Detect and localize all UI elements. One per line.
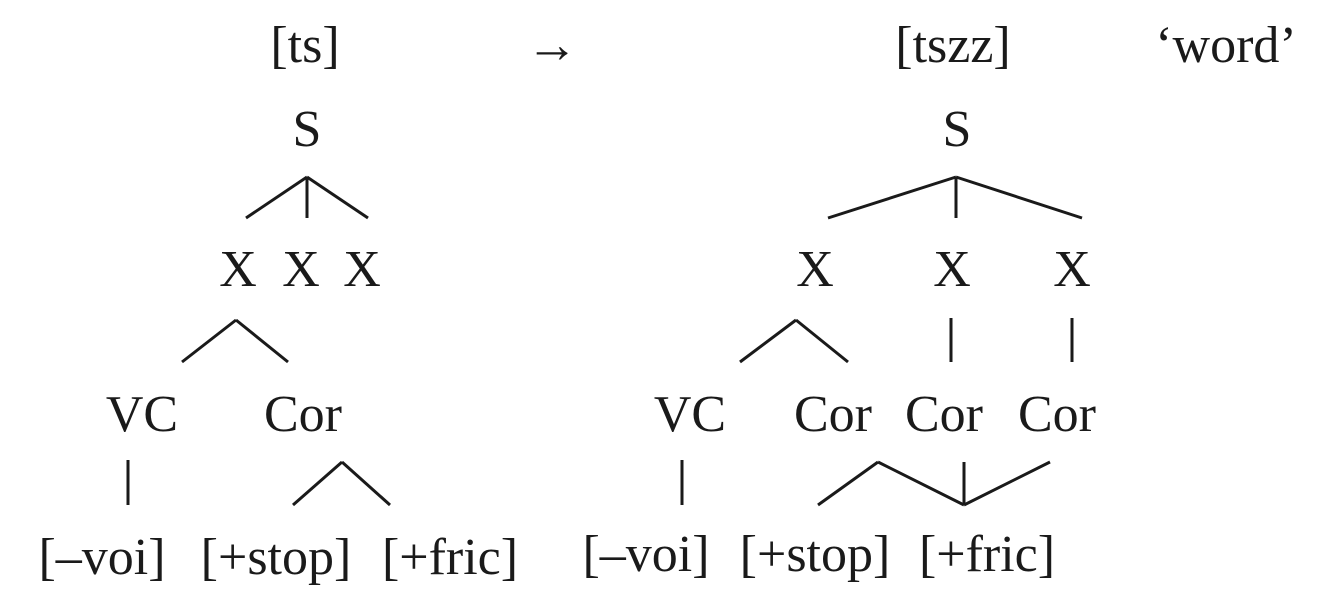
left-edge-x-vc — [181, 318, 237, 364]
right-edge-cor1-stop — [817, 460, 879, 507]
left-feature-stop: [+stop] — [200, 529, 352, 586]
right-edge-x1-vc — [739, 318, 797, 364]
right-node-cor-3: Cor — [1018, 386, 1096, 443]
left-edge-s-x1 — [245, 175, 308, 220]
right-edge-s-x3 — [955, 175, 1083, 220]
left-surface-form: [ts] — [270, 17, 340, 74]
right-slot-x2: X — [933, 241, 971, 298]
left-edge-cor-stop — [292, 460, 343, 507]
right-feature-stop: [+stop] — [739, 526, 891, 583]
right-feature-voi: [–voi] — [582, 526, 710, 583]
right-gloss: ‘word’ — [1155, 17, 1297, 74]
right-node-cor-1: Cor — [794, 386, 872, 443]
left-node-vc: VC — [105, 386, 179, 443]
left-edge-x-cor — [235, 318, 289, 364]
right-node-vc: VC — [653, 386, 727, 443]
left-node-cor: Cor — [264, 386, 342, 443]
derivation-arrow: → — [526, 17, 578, 74]
right-edge-s-x1 — [827, 175, 957, 220]
left-edge-cor-fric — [340, 460, 392, 507]
right-edge-cor1-fric — [877, 460, 965, 507]
right-edge-cor3-fric — [963, 460, 1051, 507]
left-slot-x2: X — [282, 241, 320, 298]
left-feature-fric: [+fric] — [381, 529, 519, 586]
right-slot-x3: X — [1053, 241, 1091, 298]
right-root-s: S — [942, 101, 972, 158]
left-slot-x1: X — [219, 241, 257, 298]
right-slot-x1: X — [796, 241, 834, 298]
right-edge-x1-cor — [795, 318, 849, 364]
right-feature-fric: [+fric] — [918, 526, 1056, 583]
left-root-s: S — [292, 101, 322, 158]
left-slot-x3: X — [343, 241, 381, 298]
right-node-cor-2: Cor — [905, 386, 983, 443]
left-feature-voi: [–voi] — [38, 529, 166, 586]
right-surface-form: [tszz] — [895, 17, 1011, 74]
left-edge-s-x3 — [306, 175, 369, 220]
